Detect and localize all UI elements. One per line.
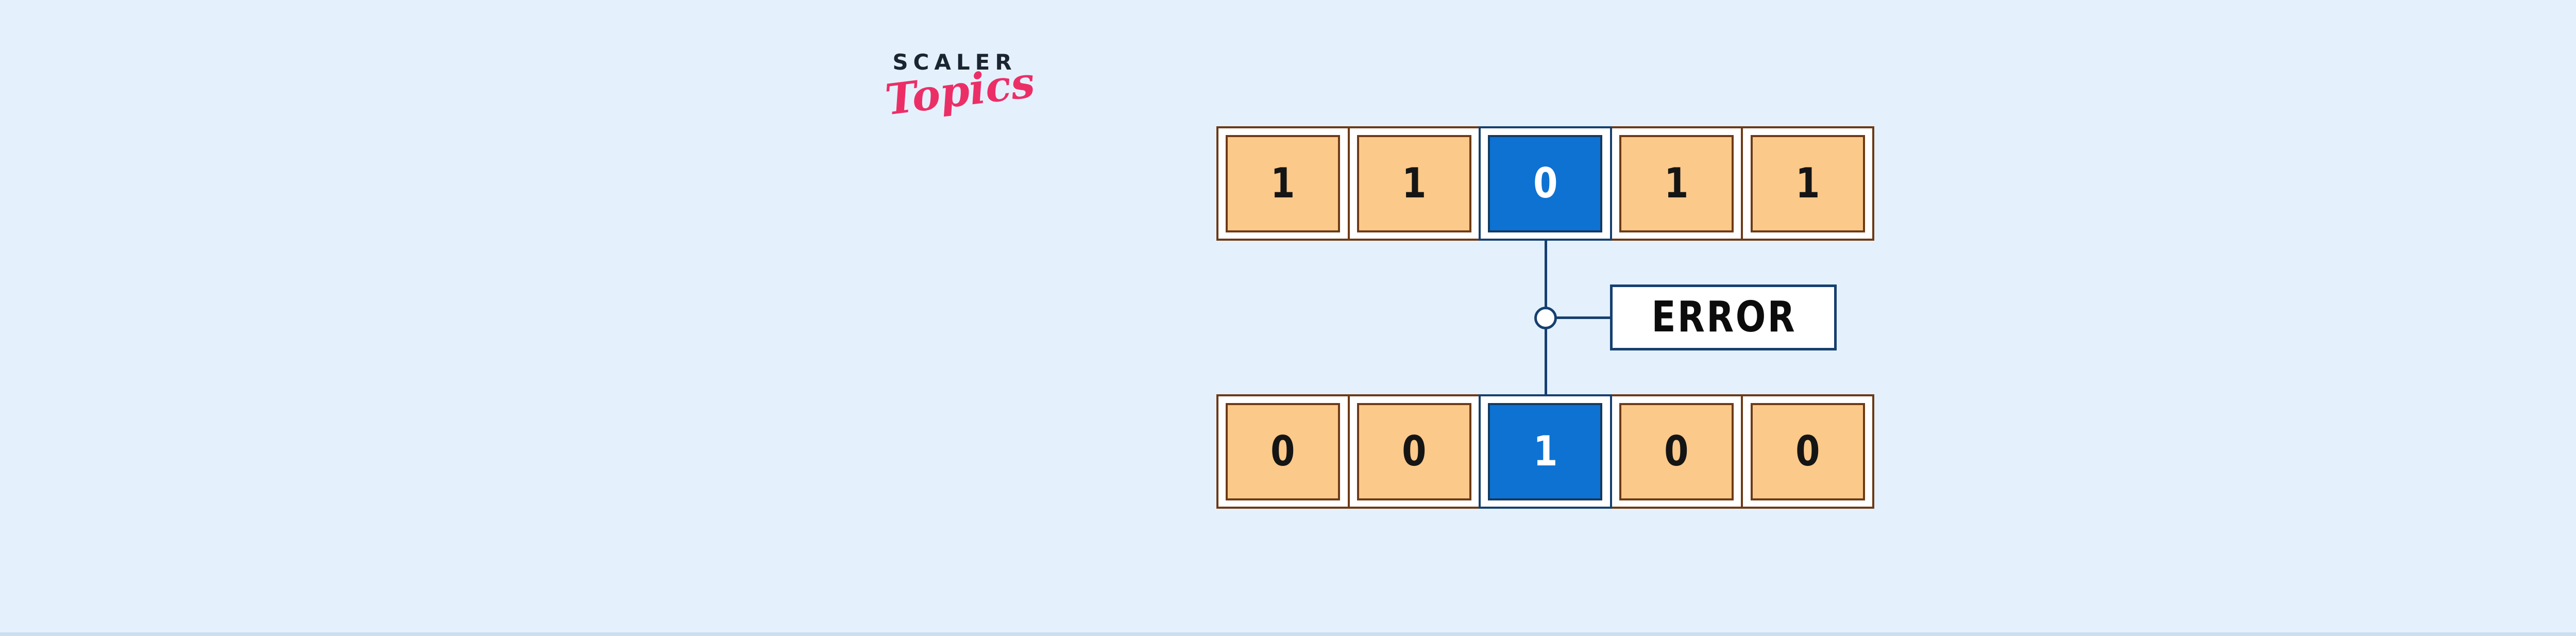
error-label-box: ERROR — [1610, 284, 1837, 350]
bit-cell-highlighted: 1 — [1479, 394, 1612, 509]
bit-cell-highlighted: 0 — [1479, 126, 1612, 241]
bit-value: 0 — [1533, 159, 1558, 207]
bit-value: 1 — [1270, 159, 1295, 207]
bit-value: 1 — [1795, 159, 1820, 207]
bit-value: 1 — [1664, 159, 1689, 207]
bit-inner-box: 0 — [1226, 403, 1341, 500]
bit-inner-box: 1 — [1619, 135, 1734, 232]
bit-value: 1 — [1533, 427, 1558, 475]
bit-value: 1 — [1402, 159, 1427, 207]
bit-inner-box: 0 — [1357, 403, 1471, 500]
bit-cell: 0 — [1741, 394, 1874, 509]
bit-cell: 1 — [1741, 126, 1874, 241]
bit-row-top: 1 1 0 1 1 — [1216, 126, 1874, 241]
bit-value: 0 — [1402, 427, 1427, 475]
bit-inner-box: 1 — [1226, 135, 1341, 232]
bit-row-bottom: 0 0 1 0 0 — [1216, 394, 1874, 509]
bit-cell: 0 — [1347, 394, 1481, 509]
bit-inner-box: 0 — [1750, 403, 1865, 500]
bit-cell: 1 — [1609, 126, 1743, 241]
bit-value: 0 — [1664, 427, 1689, 475]
bit-inner-box: 0 — [1619, 403, 1734, 500]
bit-cell: 1 — [1216, 126, 1350, 241]
connector-horizontal-line — [1555, 316, 1612, 319]
bit-inner-box: 1 — [1357, 135, 1471, 232]
banner-bottom-edge — [0, 632, 2576, 636]
bit-value: 0 — [1795, 427, 1820, 475]
scaler-topics-logo: SCALER Topics — [883, 49, 1037, 125]
bit-value: 0 — [1270, 427, 1295, 475]
bit-inner-box: 1 — [1488, 403, 1603, 500]
logo-brand-text: SCALER — [892, 49, 1017, 75]
bit-cell: 0 — [1609, 394, 1743, 509]
bit-inner-box: 0 — [1488, 135, 1603, 232]
bit-cell: 1 — [1347, 126, 1481, 241]
connector-node-circle-icon — [1534, 307, 1557, 329]
bit-cell: 0 — [1216, 394, 1350, 509]
error-label-text: ERROR — [1651, 293, 1797, 342]
bit-inner-box: 1 — [1750, 135, 1865, 232]
